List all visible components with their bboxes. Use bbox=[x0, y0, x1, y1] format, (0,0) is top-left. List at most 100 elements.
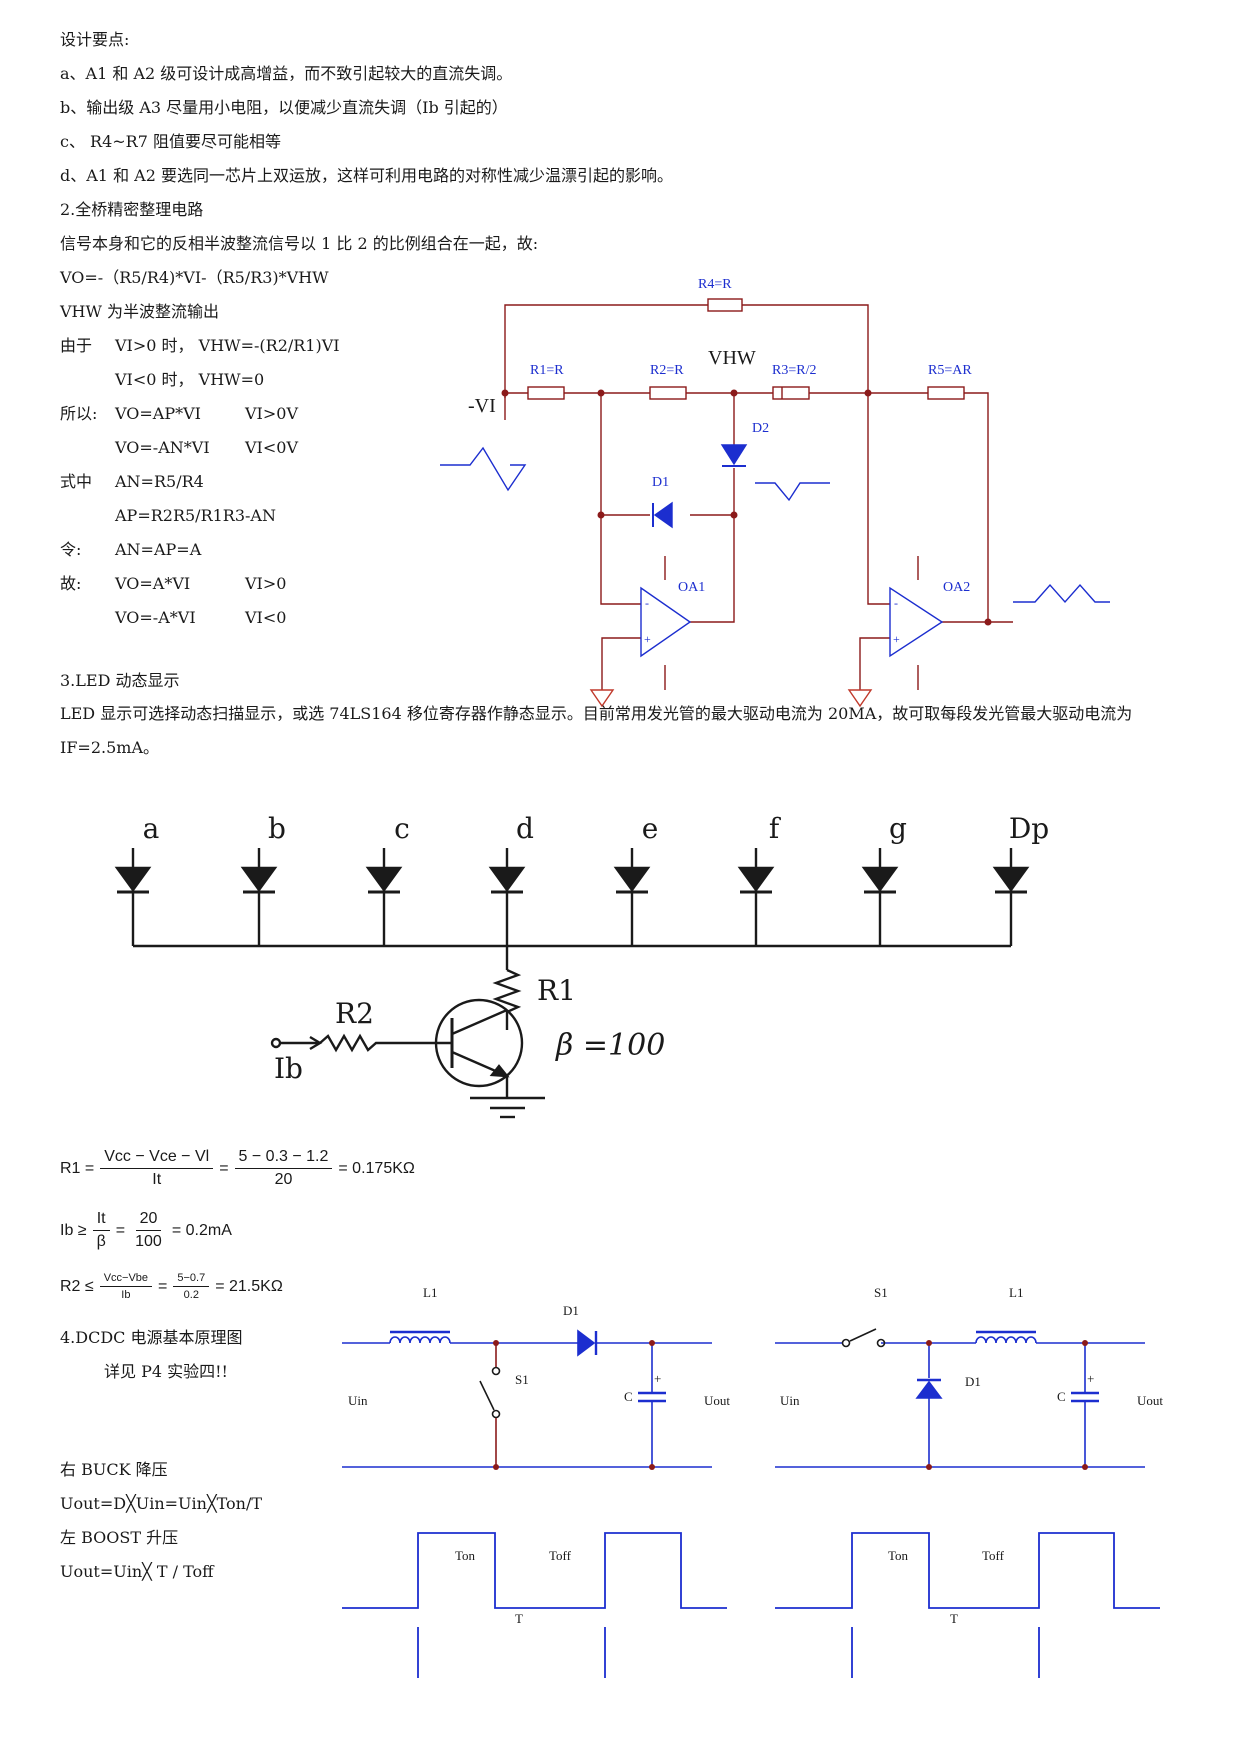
formula-ib-den1: β bbox=[96, 1233, 106, 1250]
so-eq-2: VO=-AN*VI bbox=[115, 438, 210, 457]
label-s1: S1 bbox=[515, 1372, 529, 1387]
led-segment-dp: Dp bbox=[992, 812, 1049, 946]
led-diode-icon bbox=[365, 866, 403, 893]
formula-ib-den2: 100 bbox=[135, 1233, 162, 1250]
label-toff: Toff bbox=[549, 1548, 572, 1563]
fullwave-icon bbox=[1013, 583, 1110, 604]
since-label: 由于 bbox=[60, 336, 93, 355]
oa2-plus: + bbox=[893, 632, 900, 646]
therefore-label: 故: bbox=[60, 574, 82, 593]
section3-body: LED 显示可选择动态扫描显示，或选 74LS164 移位寄存器作静态显示。目前… bbox=[60, 704, 1133, 757]
label-r2: R2 bbox=[335, 997, 374, 1030]
buck-title: 右 BUCK 降压 bbox=[60, 1460, 168, 1479]
formula-ib-result: = 0.2mA bbox=[171, 1221, 232, 1239]
formula-eq: = bbox=[115, 1221, 126, 1239]
diode-d1 bbox=[653, 501, 673, 529]
let-label: 令: bbox=[60, 540, 82, 559]
input-wave-icon bbox=[440, 446, 527, 492]
led-segment-label: b bbox=[268, 812, 286, 845]
boost-eq: Uout=Uin╳ T / Toff bbox=[60, 1562, 214, 1581]
diode-d1 bbox=[577, 1329, 596, 1357]
pwm-wave-icon bbox=[342, 1532, 727, 1609]
oa2-minus: - bbox=[894, 596, 898, 610]
led-segment-label: d bbox=[516, 812, 534, 845]
label-uout: Uout bbox=[704, 1393, 730, 1408]
resistor-r2 bbox=[319, 1033, 452, 1053]
section2-title: 2.全桥精密整理电路 bbox=[60, 200, 204, 219]
label-s1: S1 bbox=[874, 1285, 888, 1300]
vhw-definition: VHW 为半波整流输出 bbox=[60, 302, 220, 321]
label-oa2: OA2 bbox=[943, 580, 970, 595]
led-segment-b: b bbox=[240, 812, 286, 946]
where-eq-2: AP=R2R5/R1R3-AN bbox=[115, 506, 276, 525]
ground-icon bbox=[847, 689, 873, 708]
diode-d2 bbox=[720, 444, 748, 466]
therefore-cond-1: VI>0 bbox=[245, 574, 287, 593]
design-point-a: a、A1 和 A2 级可设计成高增益，而不致引起较大的直流失调。 bbox=[60, 64, 513, 83]
section3-title: 3.LED 动态显示 bbox=[60, 671, 180, 690]
label-r4: R4=R bbox=[698, 277, 732, 292]
label-plus: + bbox=[654, 1371, 661, 1386]
formula-eq: = bbox=[219, 1159, 229, 1177]
pwm-wave-icon bbox=[775, 1532, 1160, 1609]
formula-r1-num1: Vcc − Vce − Vl bbox=[100, 1148, 214, 1169]
label-l1: L1 bbox=[1009, 1285, 1023, 1300]
formula-ib-num1: It bbox=[92, 1210, 110, 1231]
formula-eq: = bbox=[158, 1277, 168, 1295]
section2-intro: 信号本身和它的反相半波整流信号以 1 比 2 的比例组合在一起，故: bbox=[60, 234, 539, 253]
therefore-eq-2: VO=-A*VI bbox=[115, 608, 196, 627]
buck-eq: Uout=D╳Uin=Uin╳Ton/T bbox=[60, 1494, 262, 1513]
led-segment-label: e bbox=[642, 812, 659, 845]
design-points-title: 设计要点: bbox=[60, 30, 130, 49]
section4-see: 详见 P4 实验四!! bbox=[104, 1362, 228, 1381]
label-d1: D1 bbox=[652, 475, 669, 490]
inductor-l1 bbox=[975, 1336, 1037, 1344]
formula-r1-den2: 20 bbox=[274, 1171, 293, 1188]
label-ton: Ton bbox=[888, 1548, 909, 1563]
formula-r2-num2: 5−0.7 bbox=[173, 1272, 210, 1287]
label-uin: Uin bbox=[348, 1393, 368, 1408]
switch-s1 bbox=[479, 1380, 495, 1411]
therefore-cond-2: VI<0 bbox=[245, 608, 287, 627]
formula-r2-den2: 0.2 bbox=[183, 1289, 199, 1301]
design-point-c: c、 R4~R7 阻值要尽可能相等 bbox=[60, 132, 281, 151]
label-ton: Ton bbox=[455, 1548, 476, 1563]
label-ib: Ib bbox=[274, 1052, 303, 1085]
formula-r2-den1: Ib bbox=[121, 1289, 131, 1301]
label-vhw: VHW bbox=[708, 347, 756, 369]
diode-d1 bbox=[915, 1380, 943, 1399]
led-segment-e: e bbox=[613, 812, 659, 946]
switch-s1 bbox=[849, 1328, 877, 1342]
led-diode-icon bbox=[240, 866, 278, 893]
label-d1: D1 bbox=[965, 1374, 981, 1389]
therefore-eq-1: VO=A*VI bbox=[115, 574, 191, 593]
halfwave-icon bbox=[755, 482, 830, 502]
led-segment-label: a bbox=[143, 812, 160, 845]
section4-title: 4.DCDC 电源基本原理图 bbox=[60, 1328, 243, 1347]
formula-r2-lhs: R2 ≤ bbox=[60, 1277, 94, 1295]
label-r3: R3=R/2 bbox=[772, 363, 816, 378]
oa1-plus: + bbox=[644, 632, 651, 646]
ground-icon bbox=[589, 689, 615, 708]
formula-r1-result: = 0.175KΩ bbox=[338, 1159, 415, 1177]
label-t: T bbox=[515, 1611, 523, 1626]
let-eq: AN=AP=A bbox=[115, 540, 202, 559]
formula-r1-num2: 5 − 0.3 − 1.2 bbox=[234, 1148, 333, 1169]
so-cond-2: VI<0V bbox=[245, 438, 299, 457]
formula-ib-lhs: Ib ≥ bbox=[60, 1221, 87, 1239]
led-segment-label: Dp bbox=[1009, 812, 1049, 845]
label-r5: R5=AR bbox=[928, 363, 972, 378]
since-line-1: VI>0 时， VHW=-(R2/R1)VI bbox=[115, 336, 340, 355]
label-vi: -VI bbox=[468, 395, 496, 417]
opamp-oa2 bbox=[889, 586, 944, 658]
formula-r1-lhs: R1 = bbox=[60, 1159, 95, 1177]
led-segment-d: d bbox=[488, 812, 534, 946]
label-r1: R1 bbox=[537, 974, 576, 1007]
oa1-minus: - bbox=[645, 596, 649, 610]
led-diode-icon bbox=[488, 866, 526, 893]
led-segment-label: c bbox=[394, 812, 410, 845]
